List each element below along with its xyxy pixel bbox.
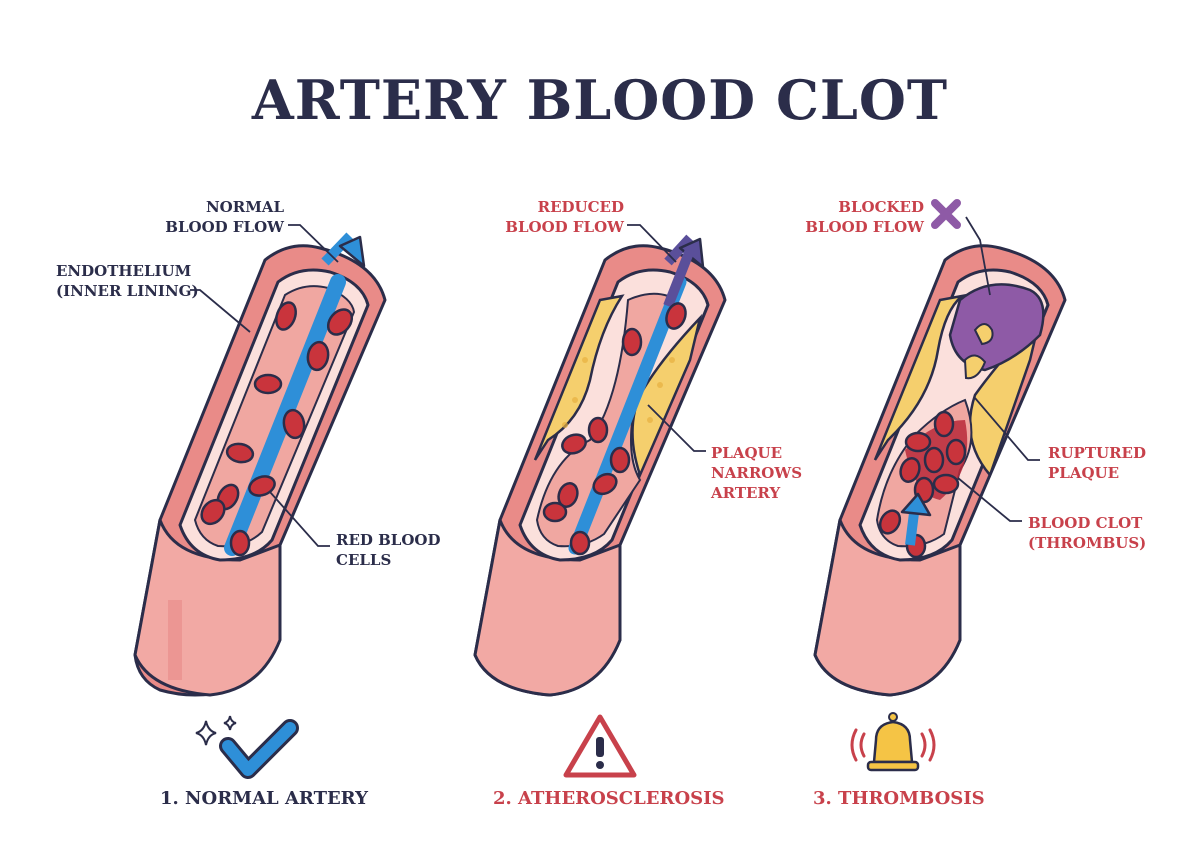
label-line: (INNER LINING)	[56, 282, 199, 300]
label-line: ARTERY	[711, 484, 781, 502]
normal-blood-flow-label: NORMAL BLOOD FLOW	[160, 197, 284, 237]
checkmark-sparkle-icon	[195, 715, 299, 779]
label-line: PLAQUE	[1048, 464, 1120, 482]
red-blood-cells	[200, 301, 354, 557]
label-line: REDUCED	[537, 198, 624, 216]
label-line: (THROMBUS)	[1028, 534, 1147, 552]
caption-atherosclerosis: 2. ATHEROSCLEROSIS	[493, 788, 725, 809]
label-line: BLOOD FLOW	[805, 218, 924, 236]
label-line: BLOOD FLOW	[165, 218, 284, 236]
caption-normal-artery: 1. NORMAL ARTERY	[160, 788, 368, 809]
label-line: CELLS	[336, 551, 392, 569]
warning-triangle-icon	[563, 714, 637, 778]
plaque-narrows-artery-label: PLAQUE NARROWS ARTERY	[711, 443, 802, 503]
blocked-x-icon	[931, 199, 961, 229]
label-line: RUPTURED	[1048, 444, 1146, 462]
atherosclerosis-artery-illustration	[473, 224, 727, 697]
red-blood-cells	[542, 302, 687, 556]
red-blood-cells-label: RED BLOOD CELLS	[336, 530, 441, 570]
endothelium-label: ENDOTHELIUM (INNER LINING)	[56, 261, 199, 301]
blood-clot-label: BLOOD CLOT (THROMBUS)	[1028, 513, 1146, 553]
blocked-blood-flow-label: BLOCKED BLOOD FLOW	[800, 197, 924, 237]
label-line: NORMAL	[205, 198, 284, 216]
alarm-bell-icon	[850, 712, 936, 772]
ruptured-plaque-label: RUPTURED PLAQUE	[1048, 443, 1146, 483]
label-line: BLOCKED	[838, 198, 924, 216]
label-line: BLOOD CLOT	[1028, 514, 1143, 532]
caption-thrombosis: 3. THROMBOSIS	[813, 788, 985, 809]
page-title: ARTERY BLOOD CLOT	[251, 68, 949, 132]
label-line: BLOOD FLOW	[505, 218, 624, 236]
blood-clot-cells	[878, 410, 967, 559]
label-line: NARROWS	[711, 464, 803, 482]
label-line: PLAQUE	[711, 444, 783, 462]
normal-artery-illustration	[133, 224, 387, 697]
label-line: RED BLOOD	[336, 531, 441, 549]
reduced-blood-flow-label: REDUCED BLOOD FLOW	[500, 197, 624, 237]
thrombosis-artery-illustration	[813, 199, 1067, 697]
label-line: ENDOTHELIUM	[56, 262, 192, 280]
